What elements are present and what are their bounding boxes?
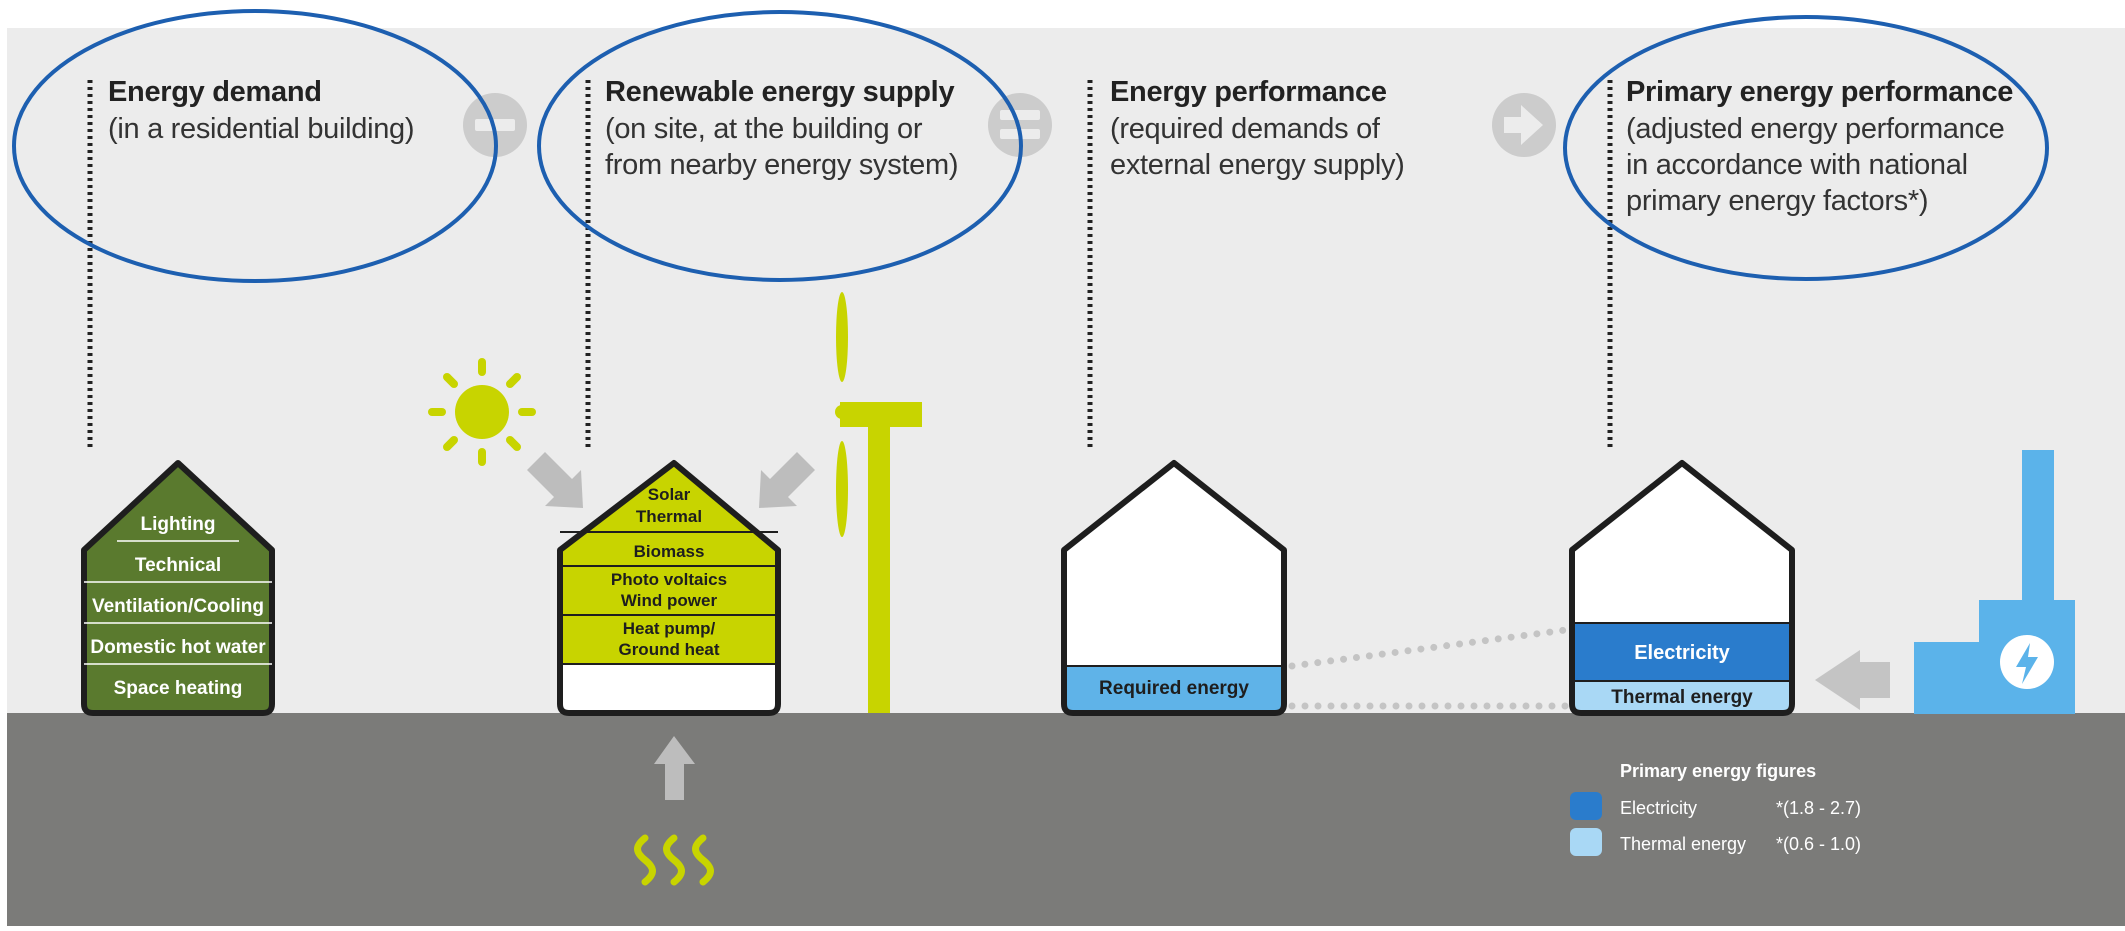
annotation-ellipse-renewable [537,10,1023,282]
renewable-layer-label: Photo voltaics [611,570,727,589]
demand-layer-label: Domestic hot water [90,637,266,658]
legend-swatch-electricity [1570,792,1602,820]
demand-layer-label: Lighting [141,514,216,535]
electricity-layer [1572,623,1792,681]
renewable-layer-label: Wind power [621,591,718,610]
demand-layer-labels: LightingTechnicalVentilation/CoolingDome… [90,514,266,699]
electricity-label: Electricity [1634,642,1730,664]
column-subtitle-line: (on site, at the building or [605,113,923,145]
annotation-ellipse-demand [12,9,498,283]
column-title: Energy performance [1110,76,1387,108]
required-energy-label: Required energy [1099,678,1249,699]
annotation-ellipse-primary [1563,15,2049,281]
demand-layer-label: Space heating [114,678,243,699]
house-energy-performance: Required energy [1061,460,1287,716]
lightning-icon [2000,635,2054,689]
column-title: Energy demand [108,76,322,108]
renewable-layer-label: Ground heat [618,640,719,659]
annotation-ellipses [12,9,2049,283]
arrow-factory-to-house [1815,650,1890,710]
demand-layer-label: Ventilation/Cooling [92,596,264,617]
column-title: Renewable energy supply [605,76,955,108]
column-title: Primary energy performance [1626,76,2014,108]
legend-factor-thermal: *(0.6 - 1.0) [1776,834,1861,854]
thermal-energy-layer [1572,681,1792,713]
column-subtitle-line: in accordance with national [1626,149,1968,181]
renewable-layer-label: Thermal [636,507,702,526]
column-subtitle-line: (in a residential building) [108,113,415,145]
arrow-sun-to-house [527,452,583,508]
arrow-wind-to-house [759,452,815,508]
column-subtitle-line: from nearby energy system) [605,149,959,181]
required-energy-layer [1064,666,1284,713]
arrow-right-icon [1492,93,1556,157]
ground-panel [7,713,2125,926]
legend-title: Primary energy figures [1620,761,1816,781]
column-subtitle-line: primary energy factors*) [1626,185,1929,217]
legend-factor-electricity: *(1.8 - 2.7) [1776,798,1861,818]
arrow-ground-to-house [654,736,695,800]
house-energy-demand: LightingTechnicalVentilation/CoolingDome… [81,460,275,716]
thermal-energy-label: Thermal energy [1611,687,1753,708]
renewable-layer-label: Biomass [634,542,705,561]
geothermal-heat-icon [634,834,714,886]
legend-label-thermal: Thermal energy [1620,834,1746,854]
legend-swatch-thermal [1570,828,1602,856]
legend: Primary energy figures Electricity *(1.8… [1570,761,1861,856]
house-primary-energy: Electricity Thermal energy [1569,460,1795,716]
guide-lines [87,80,1613,448]
column-subtitle-line: (adjusted energy performance [1626,113,2005,145]
column-subtitle-line: (required demands of [1110,113,1380,145]
wind-turbine-icon [835,292,922,713]
column-subtitle-line: external energy supply) [1110,149,1405,181]
demand-layer-label: Technical [135,555,221,576]
legend-label-electricity: Electricity [1620,798,1697,818]
renewable-layer-label: Solar [648,485,691,504]
factory-icon [1914,450,2075,714]
sun-icon [428,358,536,466]
renewable-layer-label: Heat pump/ [623,619,716,638]
